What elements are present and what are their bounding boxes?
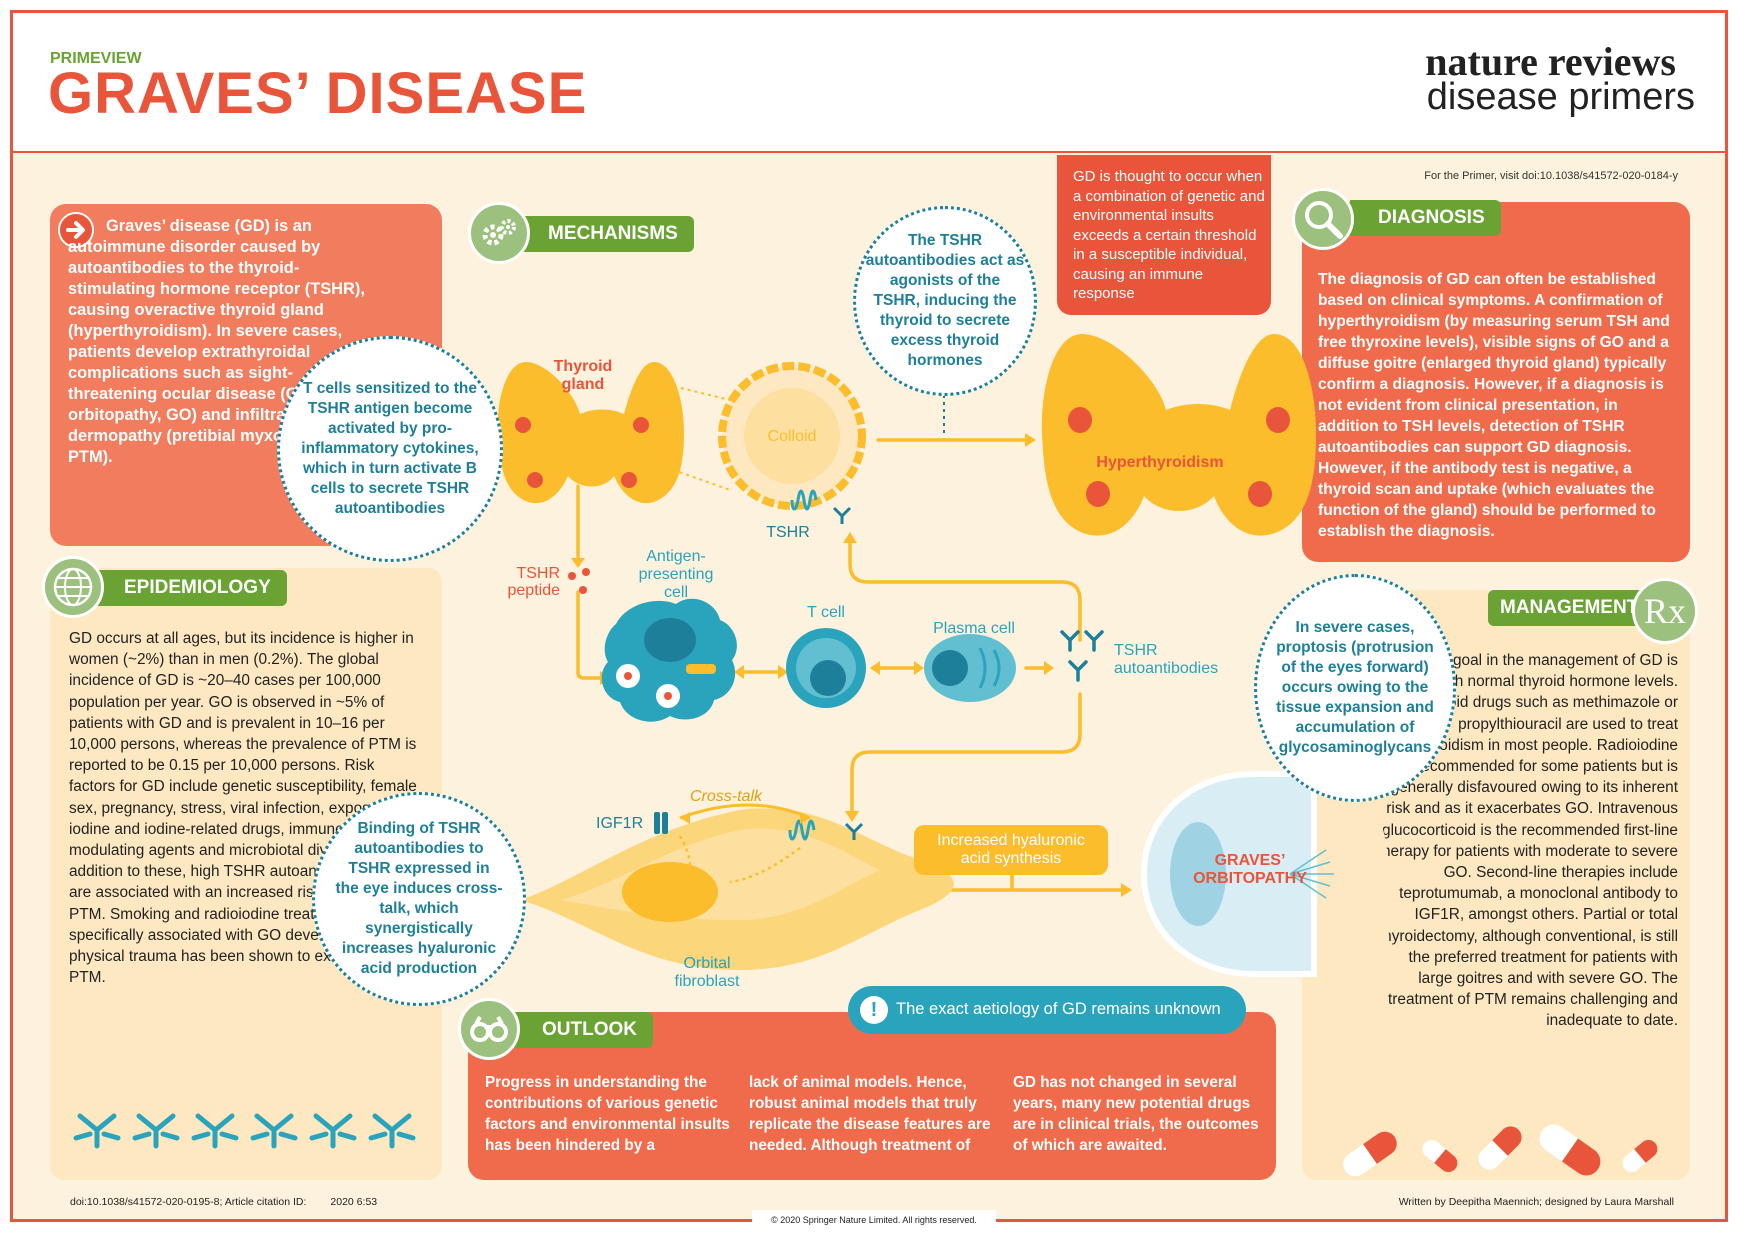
epidemiology-heading: EPIDEMIOLOGY (96, 570, 287, 606)
diagnosis-text: The diagnosis of GD can often be establi… (1318, 271, 1670, 540)
copyright-text: © 2020 Springer Nature Limited. All righ… (771, 1215, 977, 1225)
proptosis-bubble: In severe cases, proptosis (protrusion o… (1254, 574, 1456, 802)
citation-text: doi:10.1038/s41572-020-0195-8; Article c… (70, 1196, 307, 1208)
management-text: The main goal in the management of GD is… (1375, 652, 1678, 1030)
brand-logo-line1: nature reviews (1425, 39, 1676, 84)
antibody-down-arrow (850, 692, 1082, 816)
thyroid-gland-label: Thyroid gland (553, 358, 613, 393)
page-title: GRAVES’ DISEASE (48, 61, 588, 126)
arrow-right-icon (58, 212, 94, 248)
proptosis-bubble-text: In severe cases, proptosis (protrusion o… (1276, 619, 1434, 756)
gd-threshold-text: GD is thought to occur when a combinatio… (1073, 168, 1265, 302)
binding-bubble-text: Binding of TSHR autoantibodies to TSHR e… (335, 820, 503, 977)
brand-logo-line2: disease primers (1426, 76, 1695, 118)
igf1r-label: IGF1R (596, 815, 644, 832)
exclamation-mark: ! (870, 999, 878, 1021)
footer-copyright: © 2020 Springer Nature Limited. All righ… (752, 1210, 996, 1230)
binding-bubble: Binding of TSHR autoantibodies to TSHR e… (312, 792, 526, 1006)
outlook-alert-text: The exact aetiology of GD remains unknow… (896, 1000, 1221, 1018)
peptide-to-apc-arrow (576, 590, 606, 680)
hyperthyroid-gland (1041, 334, 1316, 536)
gears-icon (468, 202, 530, 264)
gd-threshold-box (1057, 155, 1271, 315)
agonists-bubble-text: The TSHR autoantibodies act as agonists … (865, 232, 1025, 369)
agonists-bubble: The TSHR autoantibodies act as agonists … (853, 206, 1037, 396)
antigen-presenting-cell (601, 598, 737, 722)
tcells-bubble: T cells sensitized to the TSHR antigen b… (277, 336, 503, 562)
thyroid-gland (497, 362, 684, 504)
binoculars-icon (458, 998, 520, 1060)
outlook-heading: OUTLOOK (514, 1012, 653, 1048)
orbital-fibroblast (520, 808, 954, 970)
outlook-alert-banner (848, 986, 1246, 1034)
outlook-column-2: lack of animal models. Hence, robust ani… (749, 1074, 991, 1154)
outlook-column-3: GD has not changed in several years, man… (1013, 1074, 1259, 1154)
apc-label: Antigen-presenting cell (638, 548, 714, 601)
t-cell (786, 628, 866, 708)
footer-credits: Written by Deepitha Maennich; designed b… (1398, 1196, 1674, 1208)
hyaluronic-label: Increased hyaluronic acid synthesis (937, 832, 1085, 867)
pill-capsules-icons (1330, 1120, 1670, 1180)
orbital-fibroblast-label: Orbital fibroblast (674, 955, 740, 990)
mechanisms-heading: MECHANISMS (520, 216, 694, 252)
header-divider (12, 151, 1726, 153)
plasma-cell-label: Plasma cell (933, 620, 1015, 637)
hyaluronic-box (914, 825, 1108, 875)
rx-icon: Rx (1632, 578, 1698, 644)
tshr-autoantibodies-label: TSHR autoantibodies (1114, 642, 1219, 677)
tshr-peptide-label: TSHR peptide (507, 565, 561, 599)
globe-icon (42, 556, 104, 618)
intro-text: Graves’ disease (GD) is an autoimmune di… (68, 217, 365, 466)
tshr-receptor-icon (790, 489, 818, 511)
colloid-follicle (718, 362, 866, 510)
hyperthyroidism-label: Hyperthyroidism (1096, 454, 1224, 471)
diagnosis-heading: DIAGNOSIS (1350, 200, 1501, 236)
antibody-up-arrow (848, 536, 1082, 642)
primer-link[interactable]: For the Primer, visit doi:10.1038/s41572… (1424, 170, 1678, 182)
exclamation-icon: ! (860, 996, 888, 1024)
graves-orbitopathy-label: GRAVES’ ORBITOPATHY (1193, 852, 1307, 887)
colloid-label: Colloid (767, 428, 817, 445)
date-text: 2020 6:53 (330, 1196, 378, 1208)
management-text-block: The main goal in the management of GD is… (1314, 650, 1678, 1032)
outlook-column-1: Progress in understanding the contributi… (485, 1074, 730, 1154)
tshr-antibodies-cluster (1060, 630, 1104, 682)
diagnosis-panel (1302, 202, 1690, 562)
plasma-cell (924, 634, 1016, 702)
epidemiology-text: GD occurs at all ages, but its incidence… (69, 630, 417, 987)
footer-citation: doi:10.1038/s41572-020-0195-8; Article c… (70, 1196, 377, 1208)
cross-talk-label: Cross-talk (690, 788, 763, 805)
series-label: PRIMEVIEW (50, 50, 142, 67)
tshr-label: TSHR (766, 524, 810, 541)
antibody-row-icons (72, 1106, 422, 1156)
rx-symbol: Rx (1643, 591, 1686, 631)
t-cell-label: T cell (807, 604, 845, 621)
magnifier-icon (1292, 188, 1354, 250)
tcells-bubble-text: T cells sensitized to the TSHR antigen b… (301, 380, 479, 517)
antibody-icon (832, 506, 852, 524)
